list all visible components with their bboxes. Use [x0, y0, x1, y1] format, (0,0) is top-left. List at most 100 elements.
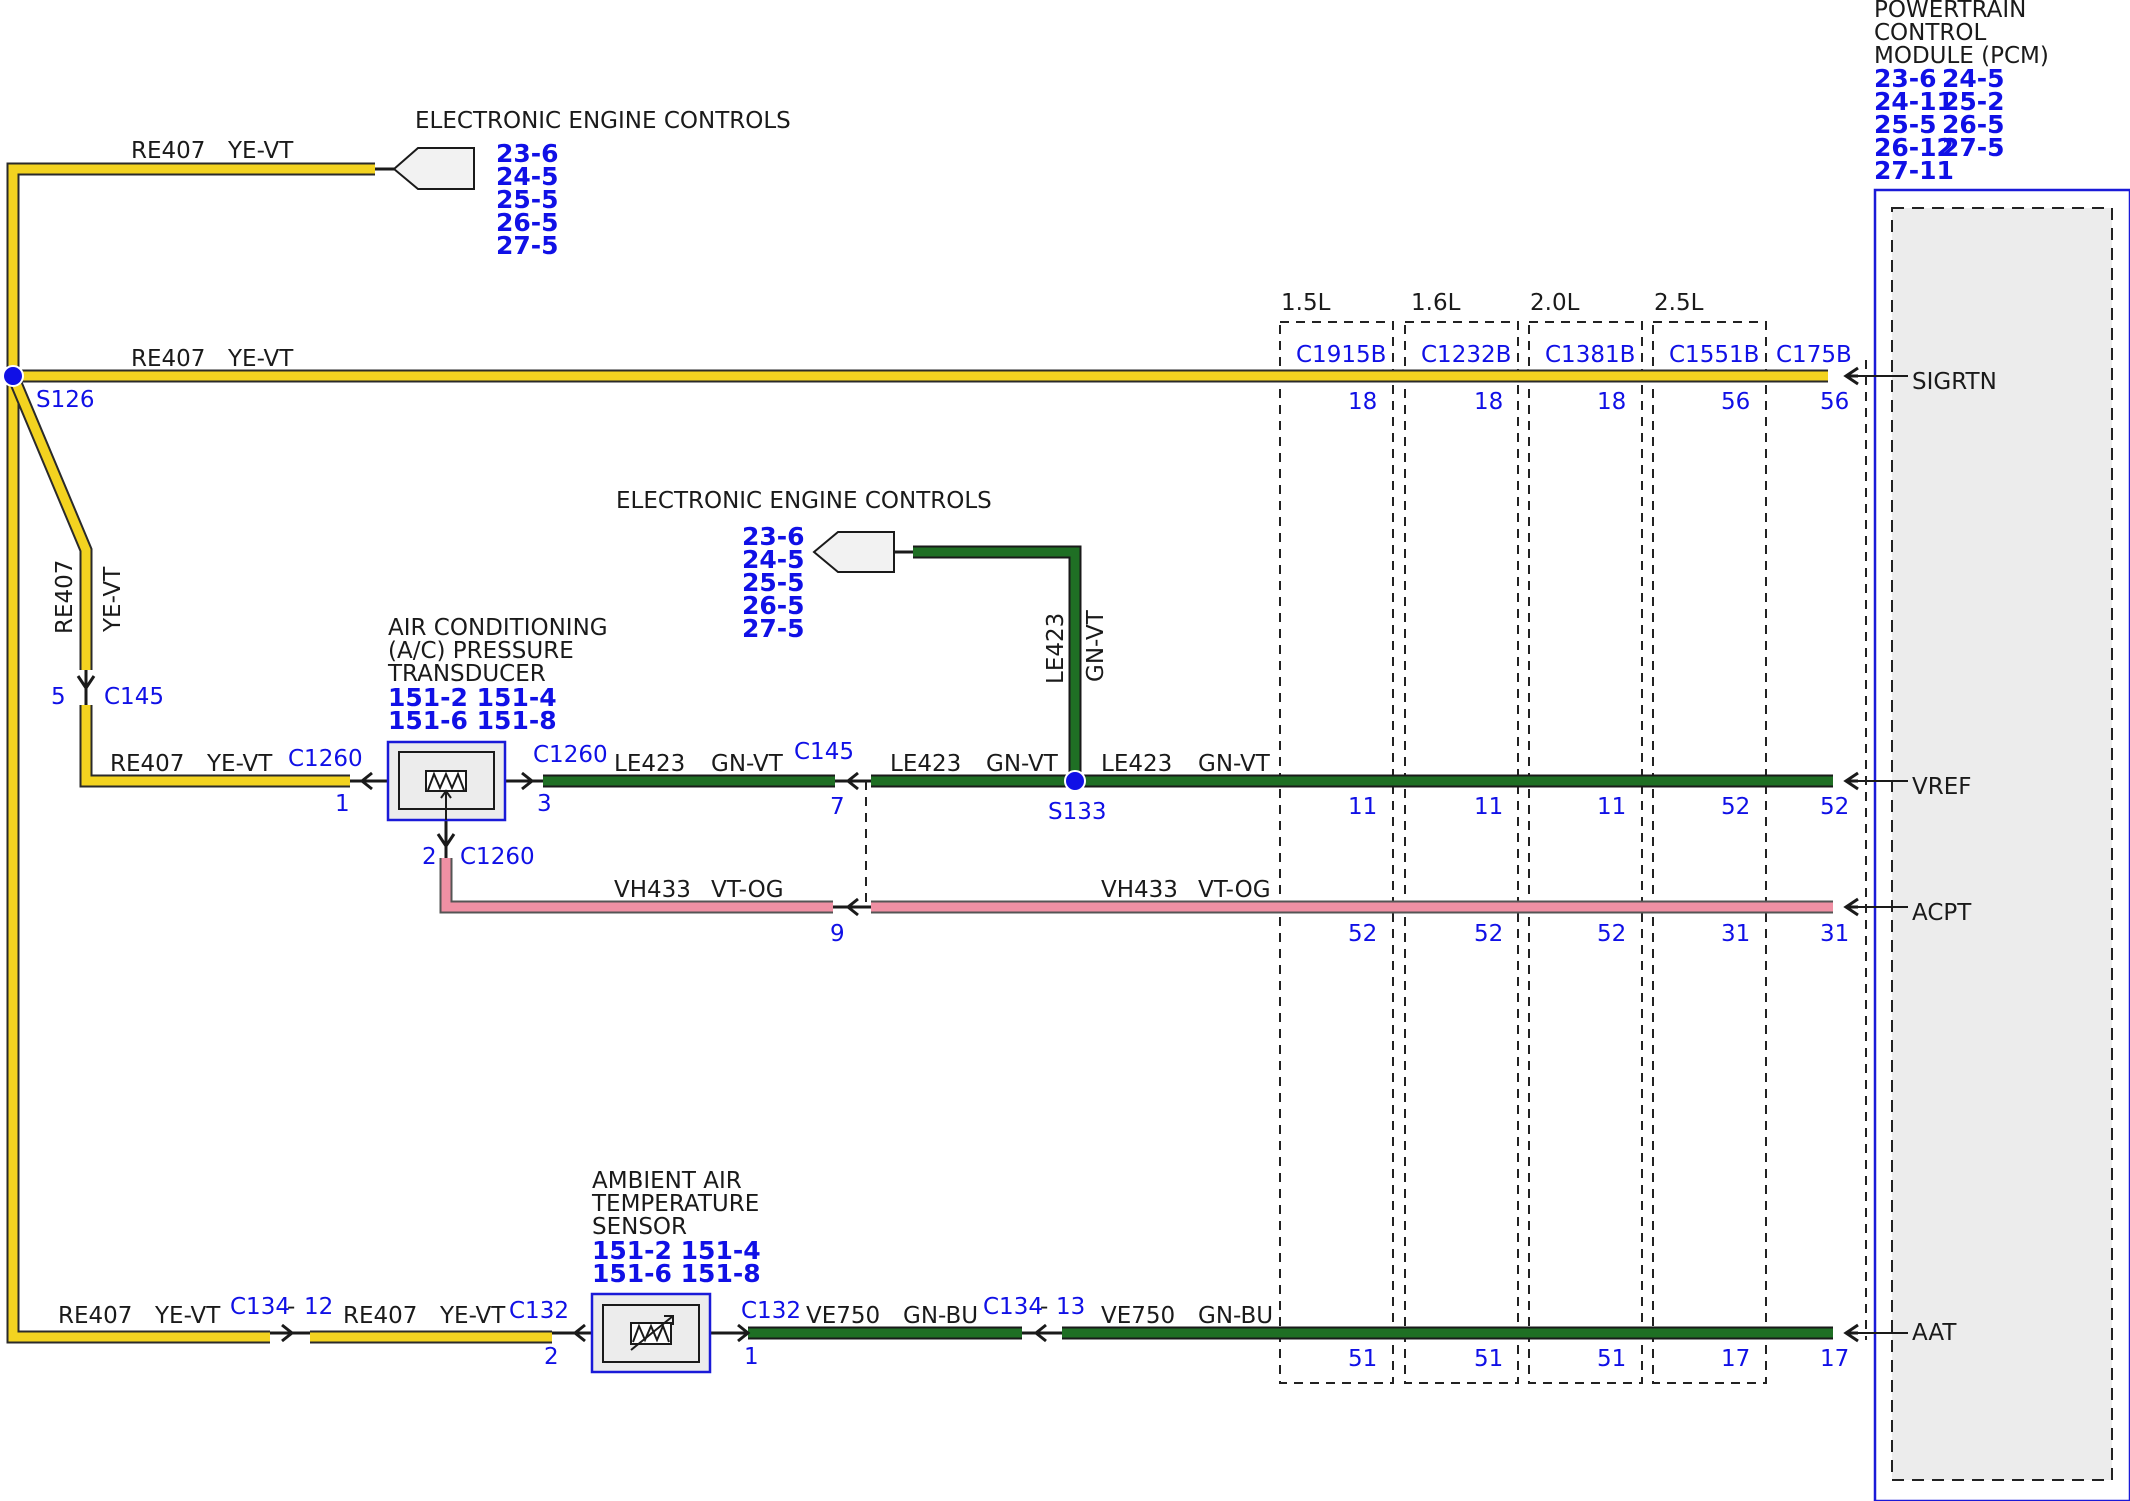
aat-sensor-title-2: TEMPERATURE — [591, 1191, 759, 1217]
eec-top-connector-icon[interactable] — [392, 147, 475, 190]
eec-mid-ref[interactable]: 25-5 — [742, 568, 805, 597]
wire-label-re407: RE407 — [131, 346, 205, 372]
ac-pressure-transducer[interactable] — [386, 740, 507, 822]
pcm-ref[interactable]: 26-5 — [1942, 110, 2005, 139]
eec-top-ref[interactable]: 23-6 — [496, 139, 559, 168]
splice-s126-label: S126 — [36, 387, 95, 413]
wire-label-le423: LE423 — [1043, 613, 1069, 684]
connector-c1260-label[interactable]: C1260 — [533, 742, 608, 768]
connector-c134-dash: - — [1040, 1294, 1048, 1320]
connector-c175b[interactable]: C175B — [1776, 342, 1852, 368]
pcm-ref[interactable]: 24-5 — [1942, 64, 2005, 93]
wire-re407[interactable] — [6, 162, 1828, 1344]
connector-c134-dash: - — [287, 1294, 295, 1320]
splice-s133[interactable] — [1064, 770, 1086, 792]
pin-number: 56 — [1721, 389, 1750, 415]
pin-number: 31 — [1820, 921, 1849, 947]
ac-sensor-title-1: AIR CONDITIONING — [388, 615, 608, 641]
connector-c1232b[interactable]: C1232B — [1421, 342, 1511, 368]
connector-c145-pin: 9 — [830, 921, 845, 947]
connector-c132-label[interactable]: C132 — [509, 1298, 569, 1324]
connector-c145-label[interactable]: C145 — [794, 739, 854, 765]
pin-number: 56 — [1820, 389, 1849, 415]
ambient-air-temperature-sensor[interactable] — [590, 1292, 712, 1374]
connector-c1260-pin: 1 — [335, 791, 350, 817]
pcm-title-line2: CONTROL — [1874, 20, 1987, 46]
pcm-ref[interactable]: 24-11 — [1874, 87, 1954, 116]
connector-c1260-label[interactable]: C1260 — [460, 844, 535, 870]
eec-mid-ref[interactable]: 23-6 — [742, 522, 805, 551]
pcm-pin-acpt: ACPT — [1912, 900, 1972, 926]
wire-label-re407: RE407 — [58, 1303, 132, 1329]
connector-c1381b[interactable]: C1381B — [1545, 342, 1635, 368]
pcm-ref[interactable]: 27-11 — [1874, 156, 1954, 185]
pin-number: 18 — [1474, 389, 1503, 415]
wire-label-ye-vt: YE-VT — [100, 566, 126, 633]
wire-label-ye-vt: YE-VT — [227, 138, 294, 164]
connector-c145-pin: 7 — [830, 794, 845, 820]
pcm-pin-aat: AAT — [1912, 1320, 1957, 1346]
aat-sensor-title-3: SENSOR — [592, 1214, 687, 1240]
eec-mid-title: ELECTRONIC ENGINE CONTROLS — [616, 488, 992, 514]
pcm-ref[interactable]: 25-2 — [1942, 87, 2005, 116]
wire-label-le423: LE423 — [1101, 751, 1172, 777]
engine-label-1-6l: 1.6L — [1411, 290, 1461, 316]
wire-label-ye-vt: YE-VT — [439, 1303, 506, 1329]
ac-sensor-title-2: (A/C) PRESSURE — [388, 638, 574, 664]
pin-number: 52 — [1474, 921, 1503, 947]
wire-label-gn-vt: GN-VT — [711, 751, 784, 777]
aat-sensor-ref[interactable]: 151-6 151-8 — [592, 1259, 761, 1288]
eec-mid-ref[interactable]: 27-5 — [742, 614, 805, 643]
pcm-ref[interactable]: 25-5 — [1874, 110, 1937, 139]
wire-vh433[interactable] — [439, 858, 1833, 914]
connector-c145-label[interactable]: C145 — [104, 684, 164, 710]
pin-number: 17 — [1721, 1346, 1750, 1372]
eec-mid-ref[interactable]: 24-5 — [742, 545, 805, 574]
pin-number: 17 — [1820, 1346, 1849, 1372]
pins-aat: 51 51 51 17 17 — [1348, 1346, 1849, 1372]
pins-sigrtn: 18 18 18 56 56 — [1348, 389, 1849, 415]
wire-label-ye-vt: YE-VT — [154, 1303, 221, 1329]
pin-number: 31 — [1721, 921, 1750, 947]
connector-c134-label[interactable]: C134 — [983, 1294, 1043, 1320]
pin-number: 51 — [1597, 1346, 1626, 1372]
aat-sensor-ref[interactable]: 151-2 151-4 — [592, 1236, 761, 1265]
ac-sensor-ref[interactable]: 151-2 151-4 — [388, 683, 557, 712]
pcm-ref[interactable]: 27-5 — [1942, 133, 2005, 162]
connector-c134-pin: 12 — [304, 1294, 333, 1320]
eec-mid-ref[interactable]: 26-5 — [742, 591, 805, 620]
pin-number: 52 — [1348, 921, 1377, 947]
engine-label-1-5l: 1.5L — [1281, 290, 1331, 316]
ac-sensor-ref[interactable]: 151-6 151-8 — [388, 706, 557, 735]
eec-mid-connector-icon[interactable] — [812, 531, 895, 573]
wire-label-gn-vt: GN-VT — [1083, 609, 1109, 682]
splice-s126[interactable] — [2, 365, 24, 387]
pins-acpt: 52 52 52 31 31 — [1348, 921, 1849, 947]
pcm-ref[interactable]: 23-6 — [1874, 64, 1937, 93]
connector-c1260-label[interactable]: C1260 — [288, 746, 363, 772]
connector-c132-pin: 2 — [544, 1344, 559, 1370]
eec-top-ref[interactable]: 26-5 — [496, 208, 559, 237]
wire-label-gn-bu: GN-BU — [1198, 1303, 1273, 1329]
pcm-module[interactable] — [1873, 188, 2130, 1501]
eec-top-ref[interactable]: 25-5 — [496, 185, 559, 214]
ac-sensor-title-3: TRANSDUCER — [387, 661, 546, 687]
connector-c1551b[interactable]: C1551B — [1669, 342, 1759, 368]
eec-top-ref[interactable]: 27-5 — [496, 231, 559, 260]
connector-c1915b[interactable]: C1915B — [1296, 342, 1386, 368]
engine-variant-boxes — [1279, 321, 1867, 1384]
connector-c134-label[interactable]: C134 — [230, 1294, 290, 1320]
pins-vref: 11 11 11 52 52 — [1348, 794, 1849, 820]
eec-top-title: ELECTRONIC ENGINE CONTROLS — [415, 108, 791, 134]
pin-number: 11 — [1348, 794, 1377, 820]
wire-label-vh433: VH433 — [614, 877, 691, 903]
connector-c132-label[interactable]: C132 — [741, 1298, 801, 1324]
wire-le423[interactable] — [543, 545, 1833, 788]
aat-sensor-title-1: AMBIENT AIR — [592, 1168, 742, 1194]
wire-label-vt-og: VT-OG — [1198, 877, 1271, 903]
splice-s133-label: S133 — [1048, 799, 1107, 825]
connector-c145-pin: 5 — [51, 684, 66, 710]
eec-top-ref[interactable]: 24-5 — [496, 162, 559, 191]
pcm-ref[interactable]: 26-12 — [1874, 133, 1954, 162]
